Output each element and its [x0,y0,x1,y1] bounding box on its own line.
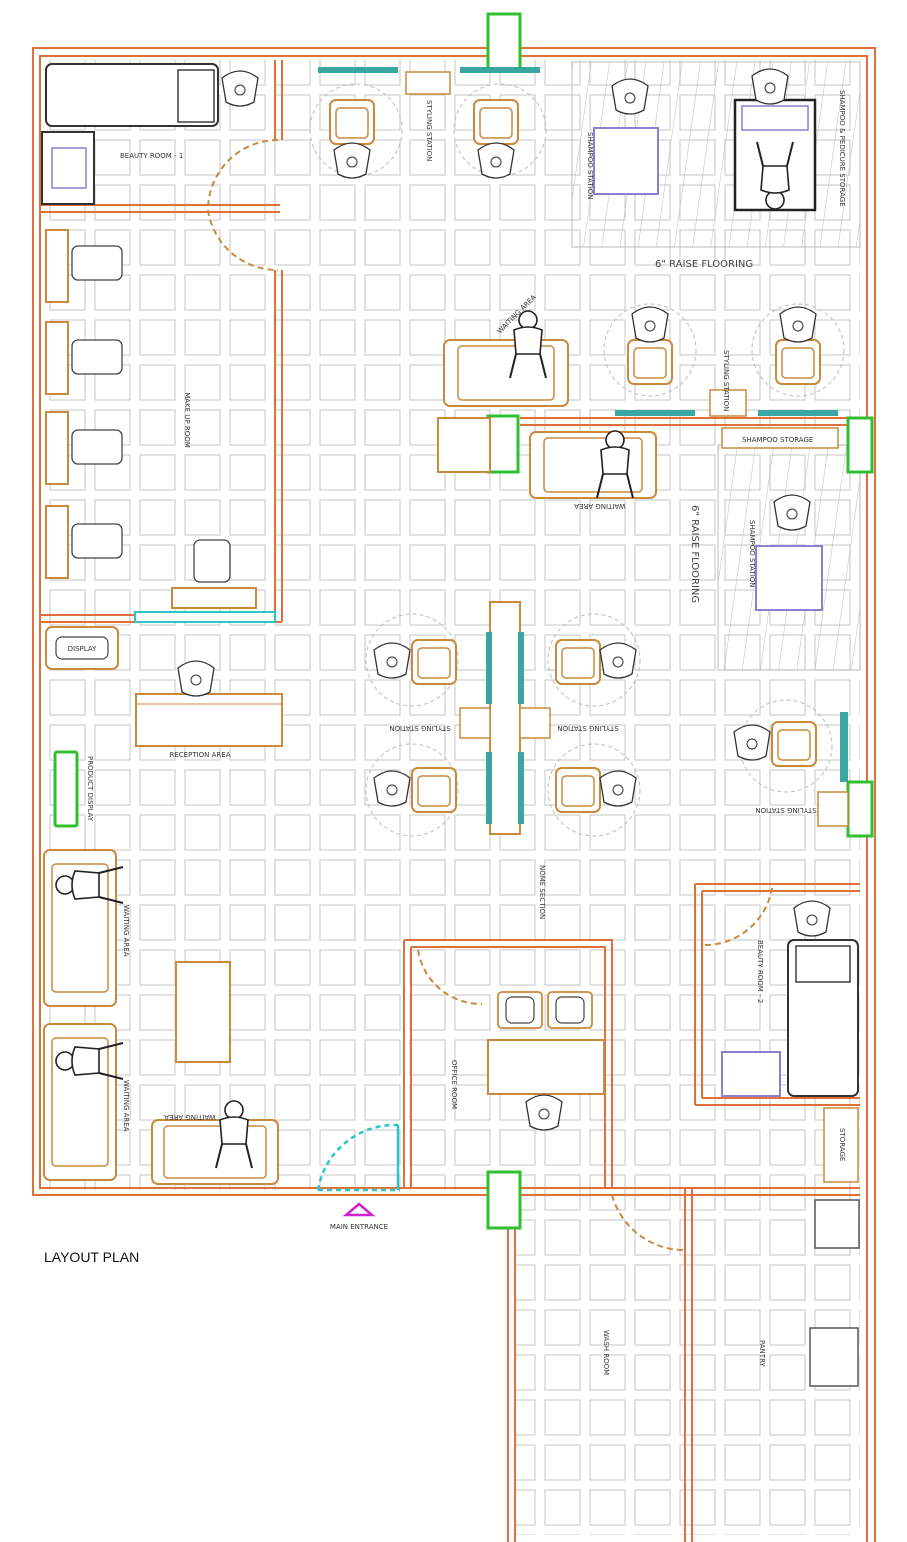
beauty-room-2-furniture [721,900,859,1183]
label-make-up-room: MAKE UP ROOM [183,392,191,448]
label-pantry: PANTRY [758,1340,766,1367]
windows [53,12,874,1230]
label-shampoo-storage: SHAMPOO STORAGE [742,436,813,444]
main-entrance-door [316,1123,400,1192]
label-shampoo-pedicure-storage: SHAMPOO & PEDICURE STORAGE [838,90,846,207]
top-styling-stations [309,67,547,179]
label-office-room: OFFICE ROOM [450,1060,458,1109]
label-waiting-area-left-1: WAITING AREA [122,905,130,957]
lower-right-styling-station [733,699,849,827]
office-furniture [487,991,605,1131]
label-beauty-room-1: BEAUTY ROOM - 1 [120,152,183,160]
label-storage: STORAGE [838,1128,846,1161]
shampoo-stations-top [593,68,817,212]
center-styling-island [365,601,641,837]
plan-title: LAYOUT PLAN [44,1249,140,1265]
label-waiting-area-left-2: WAITING AREA [122,1080,130,1132]
label-wash-room: WASH ROOM [602,1330,610,1375]
entrance-marker [342,1202,376,1217]
label-styling-station-lower-right: STYLING STATION [755,806,816,814]
label-nome-section: NOME SECTION [538,865,546,919]
label-shampoo-station-mid: SHAMPOO STATION [748,520,756,588]
label-styling-station-top: STYLING STATION [425,100,433,161]
label-beauty-room-2: BEAUTY ROOM - 2 [756,940,764,1003]
label-styling-station-center-left: STYLING STATION [389,724,450,732]
label-product-display: PRODUCT DISPLAY [86,756,94,822]
label-styling-station-right: STYLING STATION [722,350,730,411]
reception-furniture [45,626,283,747]
label-waiting-area-bottom: WAITING AREA [164,1113,216,1121]
label-reception-area: RECEPTION AREA [170,751,231,759]
waiting-areas [437,310,657,499]
make-up-room-furniture [45,229,276,623]
label-raise-flooring-mid: 6" RAISE FLOORING [689,505,700,603]
label-waiting-area-2: WAITING AREA [574,502,626,510]
label-styling-station-center-right: STYLING STATION [557,724,618,732]
door-swings [207,139,773,1252]
label-display: DISPLAY [68,645,97,653]
left-waiting-sofas [43,849,279,1185]
label-shampoo-station-top: SHAMPOO STATION [586,132,594,200]
shampoo-station-mid [755,494,823,611]
pantry-fixtures [809,1199,860,1387]
label-raise-flooring-top: 6" RAISE FLOORING [655,259,753,270]
label-main-entrance: MAIN ENTRANCE [330,1223,388,1231]
right-styling-stations [603,303,845,449]
beauty-room-1-furniture [41,63,259,205]
